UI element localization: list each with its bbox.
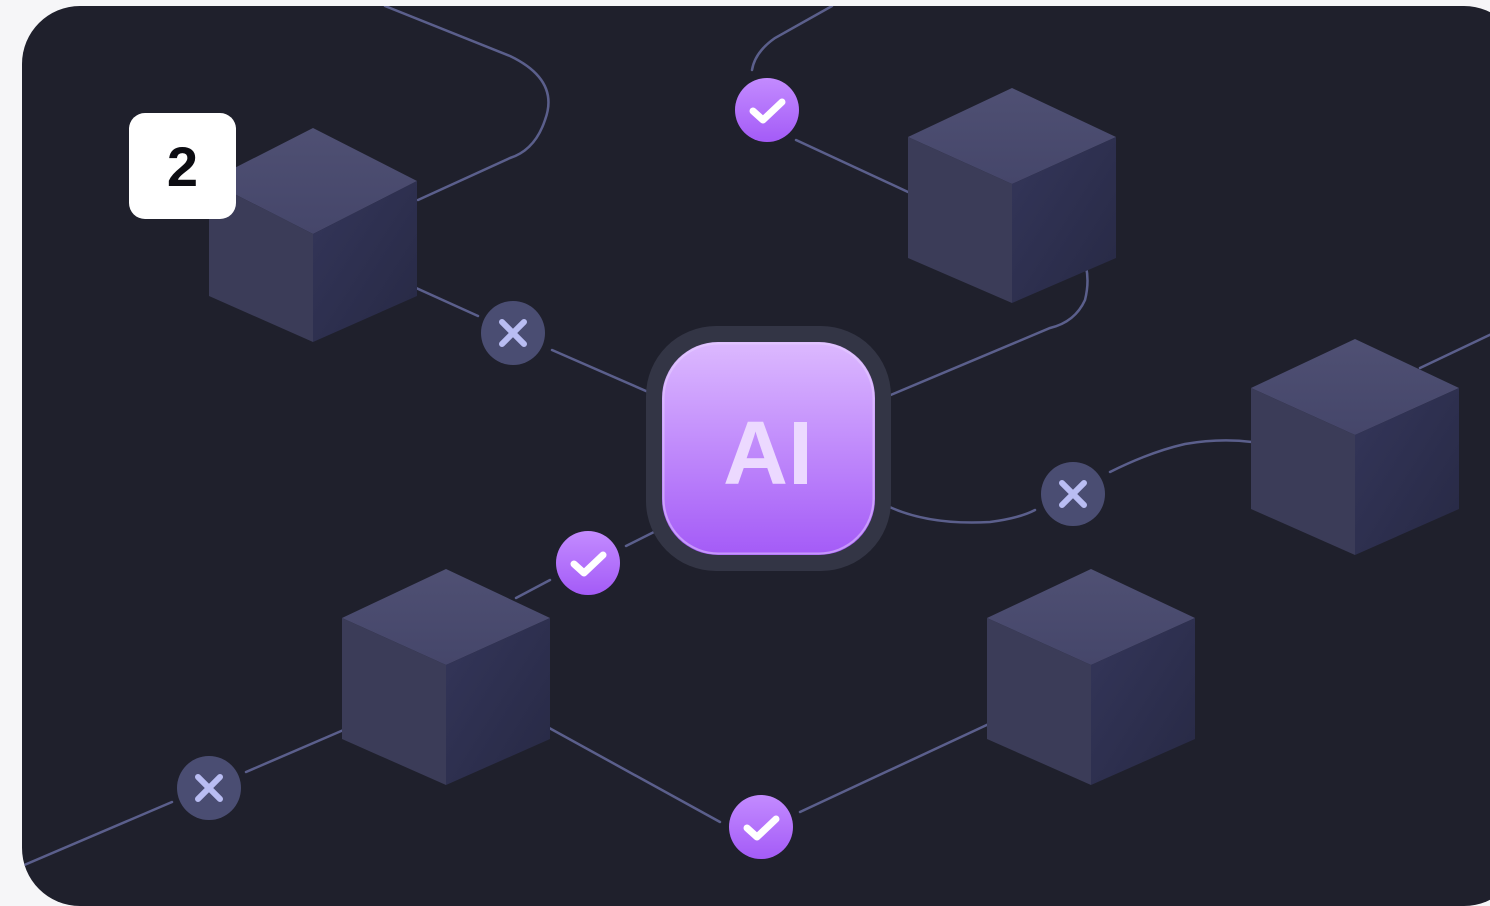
cube-bottom-left	[342, 569, 550, 785]
connector-top-center	[750, 6, 834, 72]
cross-icon	[1041, 462, 1105, 526]
cube-bottom-right	[987, 569, 1195, 785]
connector-top-left-cube	[383, 6, 550, 202]
connector-ai-to-cross-right	[874, 498, 1037, 524]
step-badge: 2	[129, 113, 236, 219]
cube-top-left	[209, 128, 417, 342]
connector-check-to-cube-bl	[514, 578, 552, 600]
check-icon	[729, 795, 793, 859]
connector-cube-right-exit	[1418, 328, 1490, 370]
cube-top-center	[908, 88, 1116, 303]
check-icon	[556, 531, 620, 595]
connector-lines	[22, 6, 1490, 868]
connector-cross-bl-exit	[22, 800, 174, 868]
step-number: 2	[166, 134, 199, 198]
ai-node: AI	[646, 326, 891, 571]
ai-label: AI	[723, 404, 813, 504]
cross-icon	[481, 301, 545, 365]
connector-check-to-cube	[794, 138, 910, 194]
connector-cross-to-ai	[550, 348, 664, 400]
cube-right	[1251, 339, 1459, 555]
network-diagram: AI	[22, 6, 1490, 868]
check-icon	[735, 78, 799, 142]
cross-icon	[177, 756, 241, 820]
connector-cross-to-cube-right	[1108, 439, 1254, 474]
